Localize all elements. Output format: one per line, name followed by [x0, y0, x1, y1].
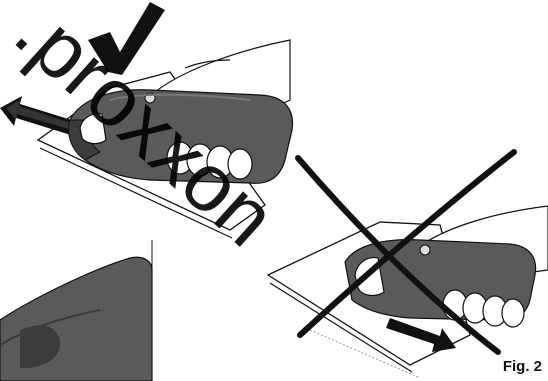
fingers-right — [442, 289, 525, 328]
incorrect-usage-panel — [266, 149, 548, 379]
direction-arrow-right — [386, 318, 456, 352]
direction-arrow-left — [0, 96, 78, 136]
figure-label: Fig. 2 — [502, 358, 542, 375]
check-mark-icon — [88, 2, 165, 75]
fingers-left — [166, 141, 253, 180]
correct-usage-panel — [0, 2, 294, 381]
blade-guard — [79, 113, 107, 145]
tool-detail-inset — [0, 240, 153, 381]
cross-mark-icon — [295, 149, 517, 355]
